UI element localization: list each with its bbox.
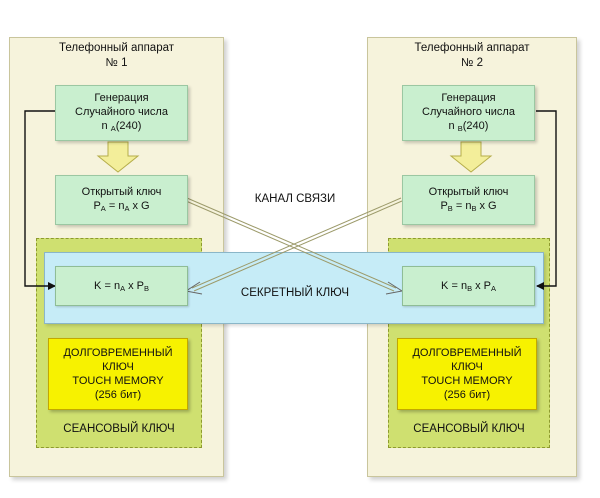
random-gen-box-2: Генерация Случайного числа n B(240)	[402, 85, 535, 141]
random-number-2: n B(240)	[448, 119, 489, 133]
session-key-label-2: СЕАНСОВЫЙ КЛЮЧ	[413, 423, 525, 435]
phone-title-1: Телефонный аппарат № 1	[59, 42, 174, 69]
phone-title-2: Телефонный аппарат № 2	[414, 42, 530, 69]
session-key-label-1: СЕАНСОВЫЙ КЛЮЧ	[63, 423, 175, 435]
long-term-key-box-1: ДОЛГОВРЕМЕННЫЙ КЛЮЧ TOUCH MEMORY (256 би…	[48, 338, 188, 410]
secret-key-label: СЕКРЕТНЫЙ КЛЮЧ	[240, 287, 350, 299]
channel-label: КАНАЛ СВЯЗИ	[254, 193, 336, 205]
long-term-key-box-2: ДОЛГОВРЕМЕННЫЙ КЛЮЧ TOUCH MEMORY (256 би…	[397, 338, 537, 410]
random-number-1: n A(240)	[101, 119, 142, 133]
random-gen-box-1: Генерация Случайного числа n A(240)	[55, 85, 188, 141]
